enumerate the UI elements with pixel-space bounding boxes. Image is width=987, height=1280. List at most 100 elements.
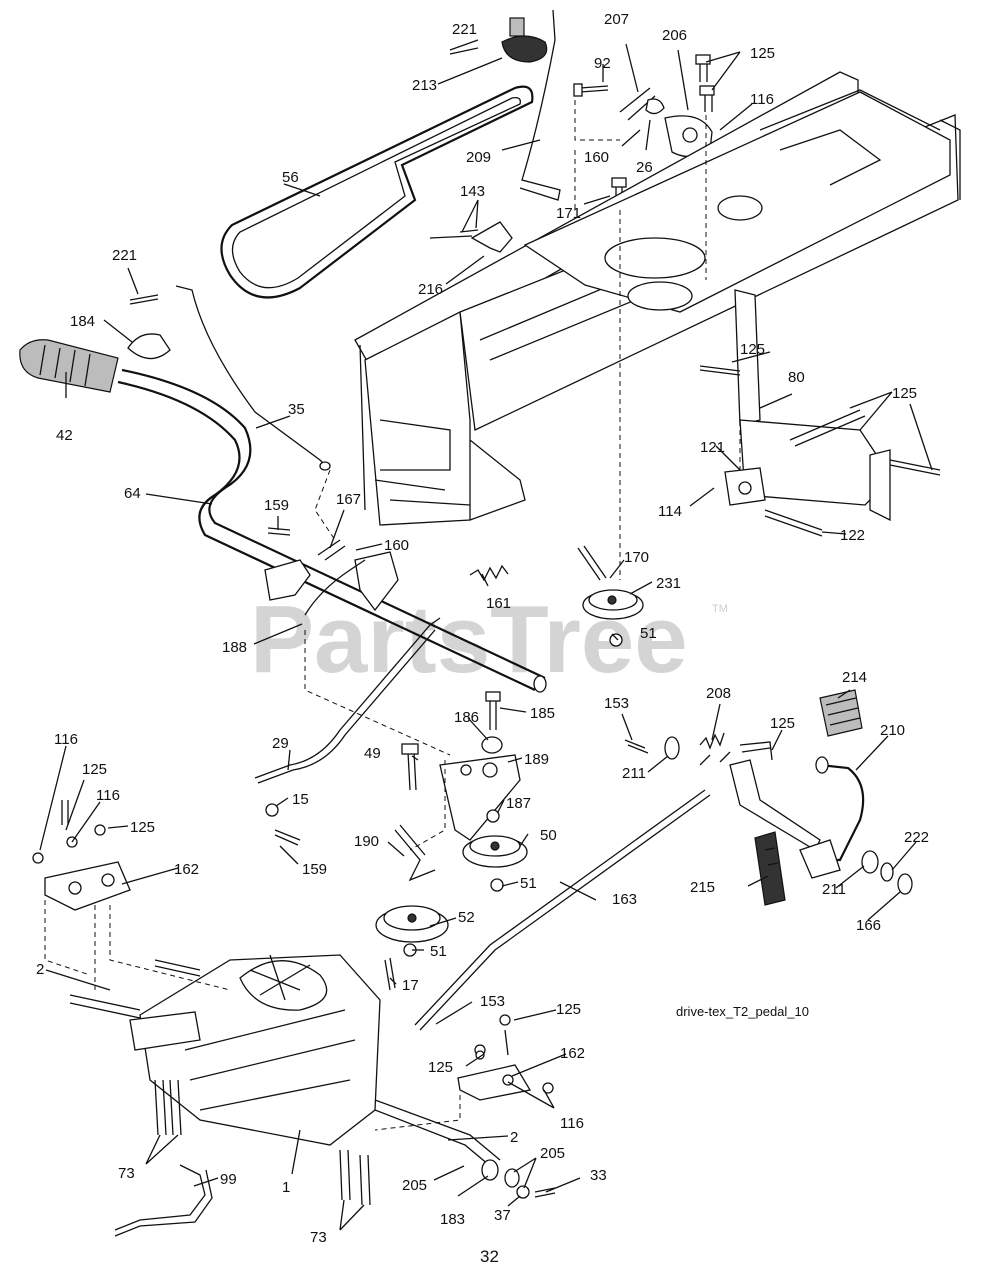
label-1: 1 [282, 1179, 290, 1196]
label-221: 221 [452, 21, 477, 38]
label-73: 73 [118, 1165, 135, 1182]
label-26: 26 [636, 159, 653, 176]
label-125c: 125 [892, 385, 917, 402]
knob-213 [449, 17, 548, 63]
label-51c: 51 [430, 943, 447, 960]
label-125b: 125 [740, 341, 765, 358]
label-42: 42 [56, 427, 73, 444]
label-125d: 125 [770, 715, 795, 732]
label-183: 183 [440, 1211, 465, 1228]
lift-rod-209 [519, 9, 561, 201]
label-17: 17 [402, 977, 419, 994]
label-216: 216 [418, 281, 443, 298]
label-125f: 125 [130, 819, 155, 836]
washer-15 [265, 803, 301, 846]
transaxle-1 [69, 954, 501, 1181]
label-190: 190 [354, 833, 379, 850]
label-231: 231 [656, 575, 681, 592]
label-153b: 153 [480, 993, 505, 1010]
label-205b: 205 [402, 1177, 427, 1194]
chassis-frame [354, 71, 961, 526]
label-188: 188 [222, 639, 247, 656]
bracket-121 [724, 467, 823, 537]
washers-205 [504, 1168, 556, 1199]
label-121: 121 [700, 439, 725, 456]
label-161: 161 [486, 595, 511, 612]
label-116c: 116 [96, 787, 120, 804]
label-214: 214 [842, 669, 867, 686]
rod-29 [254, 617, 441, 784]
spring-161 [469, 564, 509, 582]
pedal-shaft-64 [117, 368, 547, 693]
label-2b: 2 [510, 1129, 518, 1146]
label-221b: 221 [112, 247, 137, 264]
fasteners-right [475, 1014, 511, 1060]
label-184: 184 [70, 313, 95, 330]
pulley-52 [375, 905, 449, 991]
label-125e: 125 [82, 761, 107, 778]
label-167: 167 [336, 491, 361, 508]
page-number: 32 [480, 1247, 499, 1266]
label-189: 189 [524, 751, 549, 768]
label-205: 205 [540, 1145, 565, 1162]
label-215: 215 [690, 879, 715, 896]
label-125: 125 [750, 45, 775, 62]
rod-35 [175, 285, 331, 471]
label-222: 222 [904, 829, 929, 846]
label-211: 211 [622, 765, 646, 782]
label-185: 185 [530, 705, 555, 722]
label-37: 37 [494, 1207, 511, 1224]
label-116b: 116 [54, 731, 78, 748]
label-160: 160 [584, 149, 609, 166]
rod-99 [114, 1164, 213, 1237]
pad-215 [754, 831, 786, 906]
label-210: 210 [880, 722, 905, 739]
label-153: 153 [604, 695, 629, 712]
pulley-50 [462, 835, 528, 892]
label-116d: 116 [560, 1115, 584, 1132]
label-207: 207 [604, 11, 629, 28]
label-187: 187 [506, 795, 531, 812]
label-33: 33 [590, 1167, 607, 1184]
label-213: 213 [412, 77, 437, 94]
label-2: 2 [36, 961, 44, 978]
watermark-tm: TM [712, 603, 728, 615]
rod-188 [304, 559, 366, 616]
pad-214 [819, 689, 863, 737]
rod-163 [414, 789, 711, 1031]
label-52: 52 [458, 909, 475, 926]
label-35: 35 [288, 401, 305, 418]
label-206: 206 [662, 27, 687, 44]
pedal-bracket-206 [619, 87, 713, 158]
diagram-caption: drive-tex_T2_pedal_10 [676, 1004, 809, 1019]
assembly-guides [44, 100, 741, 1131]
part-labels: 221 213 207 206 125 92 116 160 26 209 56… [36, 11, 929, 1246]
label-15: 15 [292, 791, 309, 808]
bracket-216 [429, 221, 513, 253]
label-208: 208 [706, 685, 731, 702]
label-114: 114 [658, 503, 682, 520]
label-163: 163 [612, 891, 637, 908]
label-29: 29 [272, 735, 289, 752]
label-209: 209 [466, 149, 491, 166]
label-186: 186 [454, 709, 479, 726]
label-73b: 73 [310, 1229, 327, 1246]
cap-184 [127, 294, 171, 360]
label-211b: 211 [822, 881, 846, 898]
bracket-162-left [32, 800, 131, 911]
label-166: 166 [856, 917, 881, 934]
label-159b: 159 [302, 861, 327, 878]
label-64: 64 [124, 485, 141, 502]
label-162: 162 [174, 861, 199, 878]
label-56: 56 [282, 169, 299, 186]
label-51b: 51 [520, 875, 537, 892]
label-51: 51 [640, 625, 657, 642]
bolts-73 [154, 1079, 371, 1206]
label-50: 50 [540, 827, 557, 844]
pulley-231 [577, 545, 644, 647]
label-143: 143 [460, 183, 485, 200]
label-80: 80 [788, 369, 805, 386]
label-170: 170 [624, 549, 649, 566]
drive-belt [220, 85, 534, 299]
